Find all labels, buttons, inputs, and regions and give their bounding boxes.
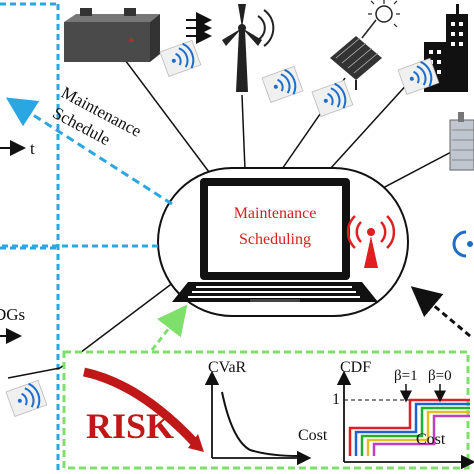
solar-panel-icon: [330, 0, 400, 90]
transformer-icon: [449, 112, 474, 171]
risk-panel: [62, 350, 470, 470]
cdf-xlabel: Cost: [416, 431, 446, 448]
dgs-label: DGs: [0, 305, 25, 324]
center-title-line2: Scheduling: [239, 231, 311, 248]
left-blue-region: [0, 2, 60, 474]
svg-text:+: +: [128, 33, 135, 47]
cdf-one-label: 1: [332, 391, 340, 408]
antenna-icon: [346, 215, 396, 268]
battery-icon: +: [64, 8, 160, 62]
cdf-ylabel: CDF: [340, 359, 371, 376]
risk-word: RISK: [86, 406, 174, 446]
center-title-line1: Maintenance: [234, 205, 317, 222]
cdf-chart: [336, 370, 474, 470]
cdf-steps: [348, 398, 470, 456]
cvar-ylabel: CVaR: [208, 359, 247, 376]
cvar-chart: [204, 370, 312, 466]
cdf-beta0-label: β=0: [428, 368, 452, 384]
schedule-arrow: [5, 97, 173, 206]
right-black-arrow: [410, 286, 471, 338]
wind-turbine-icon: [222, 4, 275, 92]
risk-arrow: [150, 304, 188, 351]
time-axis-label: t: [30, 139, 35, 158]
cdf-beta1-label: β=1: [394, 368, 418, 384]
laptop-icon: [172, 178, 378, 302]
wind-arrows-icon: [186, 12, 212, 44]
risk-graphic: [83, 367, 204, 452]
wireless-signal-icon: [5, 39, 473, 417]
cvar-xlabel: Cost: [298, 427, 328, 444]
